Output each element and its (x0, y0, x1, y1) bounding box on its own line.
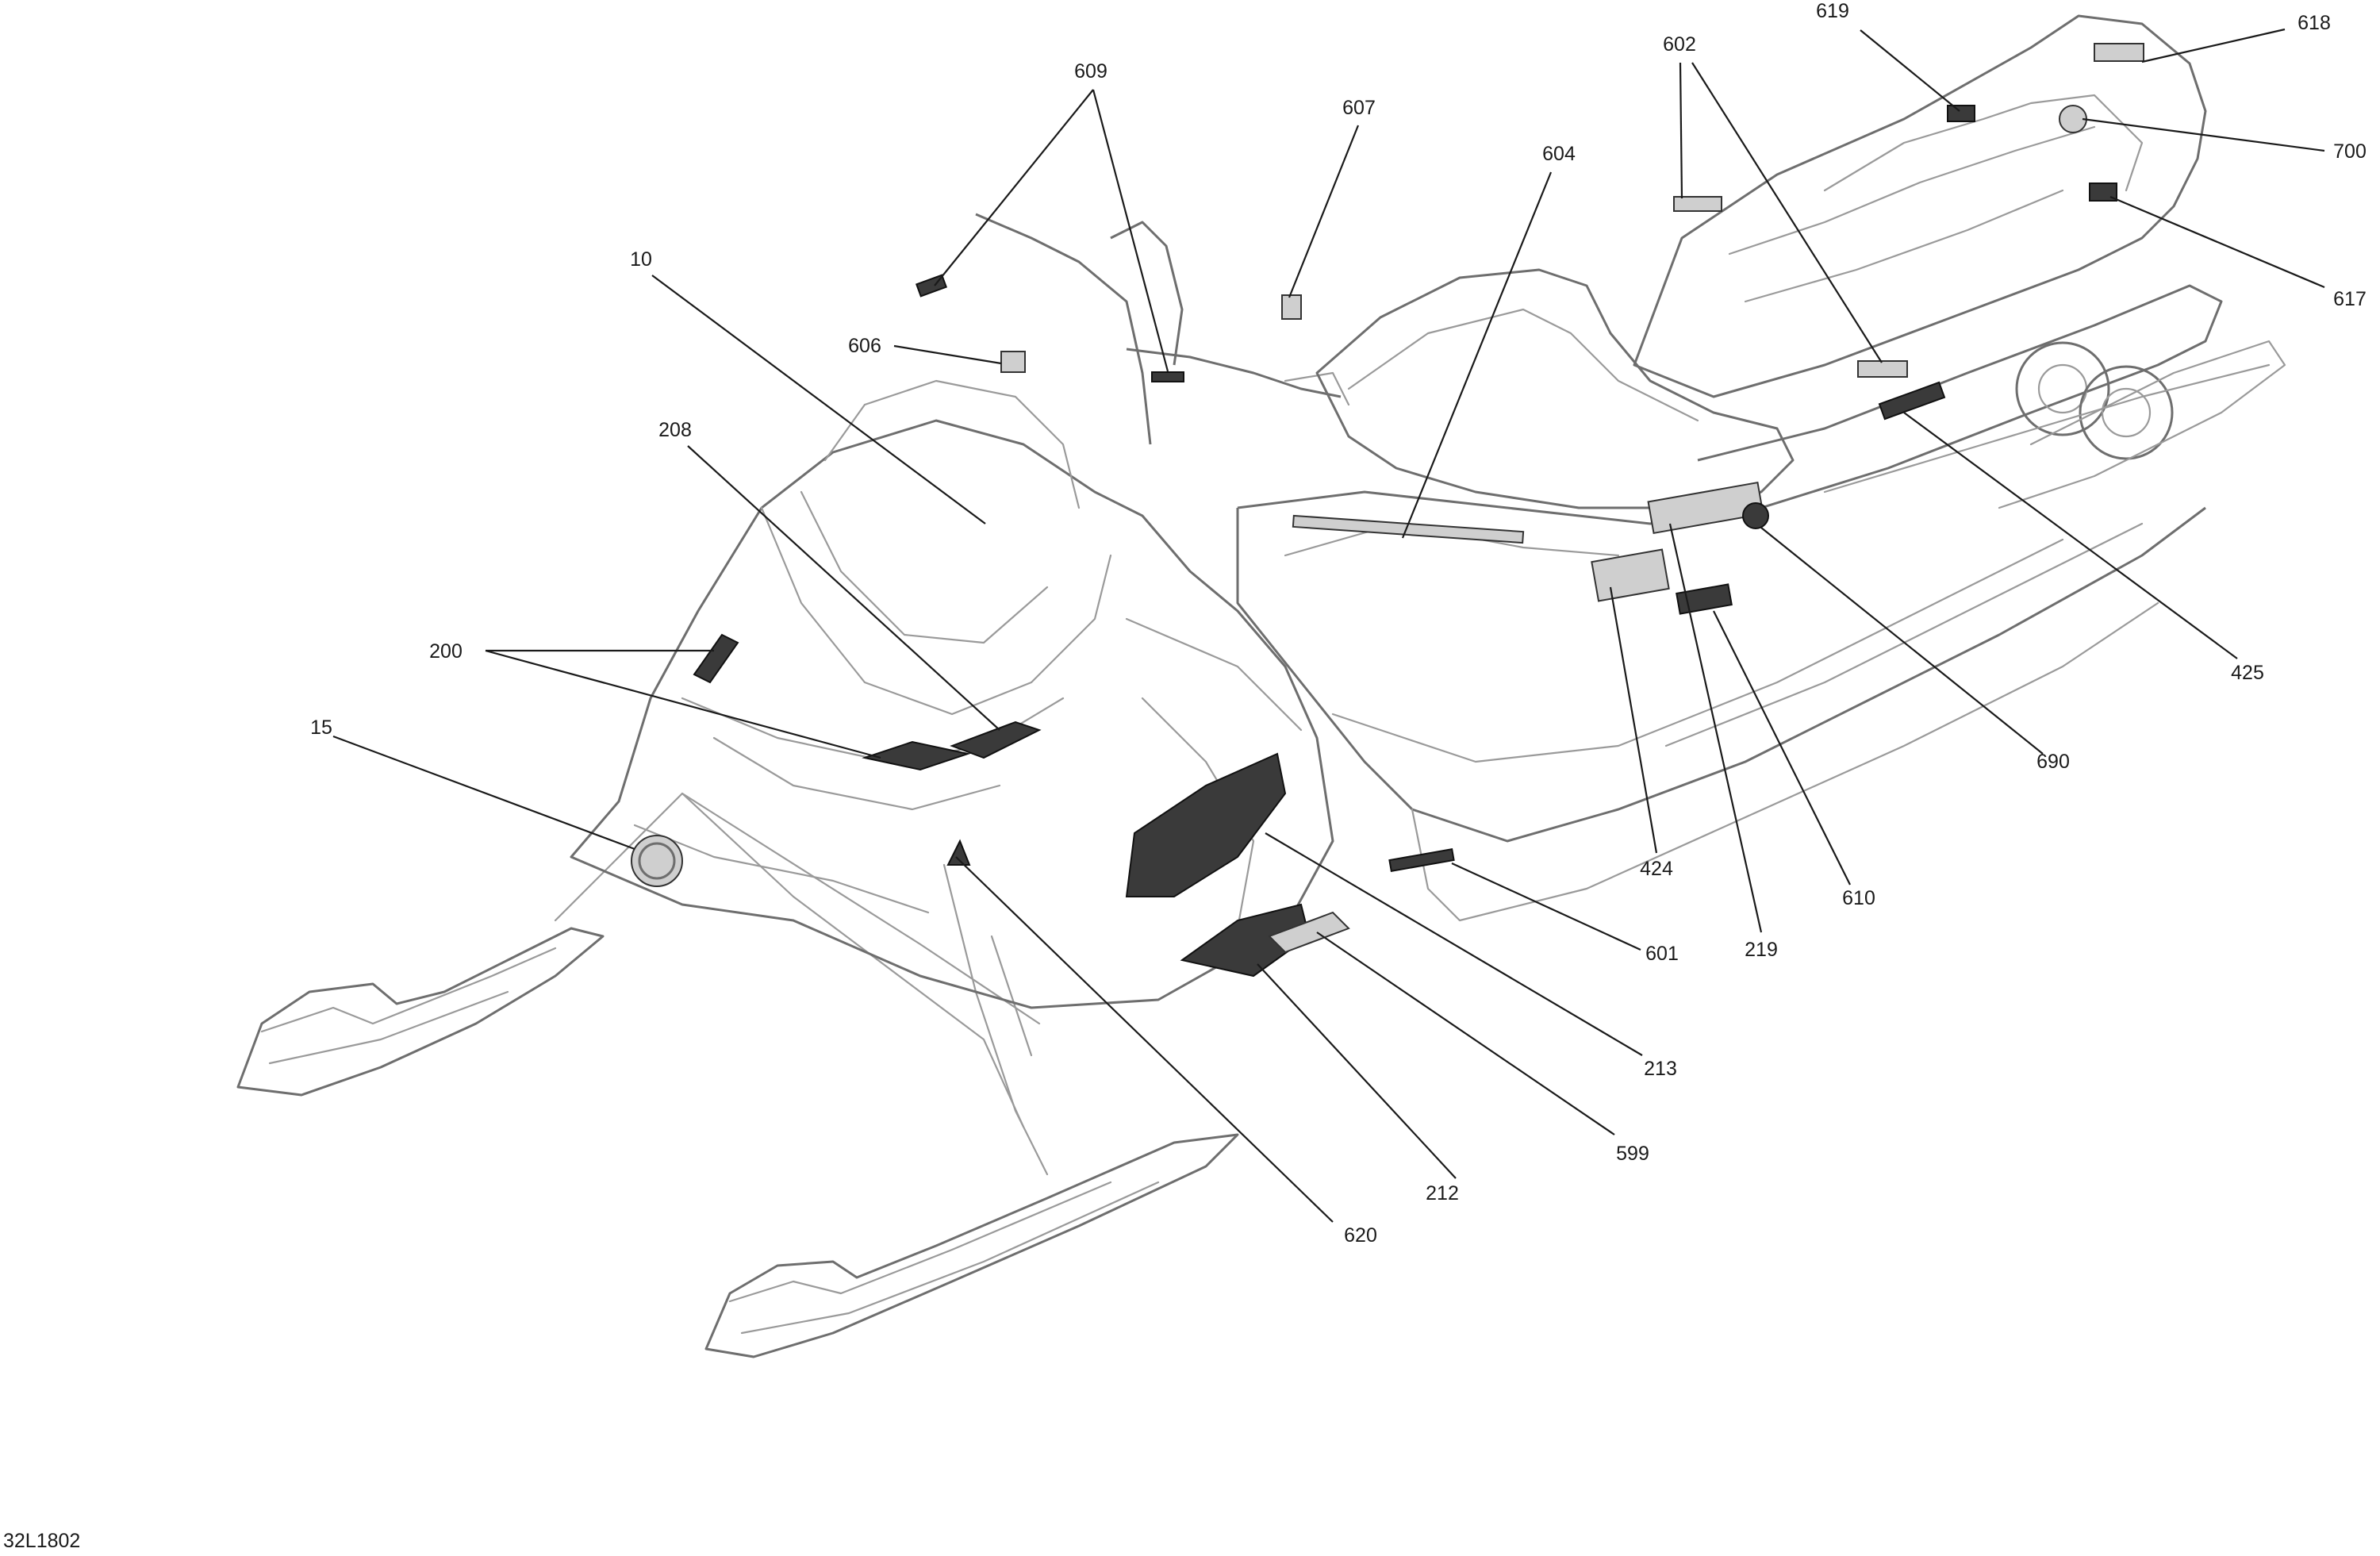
callout-604: 604 (1542, 143, 1576, 165)
leader-606 (893, 344, 1002, 365)
decal-617 (2089, 182, 2117, 202)
leader-620 (955, 856, 1334, 1223)
leader-424 (1609, 586, 1658, 854)
decal-619 (1947, 105, 1975, 122)
decal-609a (916, 274, 947, 298)
leader-700 (2082, 117, 2325, 152)
leader-619 (1860, 29, 1960, 112)
decal-618 (2094, 43, 2144, 62)
callout-620: 620 (1344, 1224, 1377, 1247)
callout-208: 208 (658, 419, 692, 441)
leader-618 (2141, 28, 2286, 63)
decal-602a (1673, 196, 1722, 212)
decal-620 (946, 839, 971, 866)
decal-601 (1388, 848, 1455, 872)
diagram-code: 32L1802 (3, 1530, 80, 1552)
leader-10 (651, 275, 986, 524)
decal-425 (1878, 381, 1946, 421)
callout-424: 424 (1640, 858, 1673, 880)
callout-606: 606 (848, 335, 881, 357)
leader-208 (687, 445, 1000, 731)
callout-425: 425 (2231, 662, 2264, 684)
decal-602b (1857, 360, 1908, 378)
leader-213 (1265, 832, 1643, 1056)
callout-labels: 609 607 602 619 618 700 604 617 10 606 2… (310, 0, 2367, 1247)
decal-700 (2059, 105, 2087, 133)
leader-lines (332, 28, 2325, 1223)
decal-213 (1125, 752, 1287, 897)
callout-609: 609 (1074, 60, 1107, 83)
decal-424 (1591, 548, 1670, 602)
decal-208 (950, 720, 1042, 759)
leader-15 (332, 735, 635, 851)
decal-606 (1000, 351, 1026, 373)
decal-219 (1647, 481, 1764, 535)
callout-599: 599 (1616, 1143, 1649, 1165)
leader-425 (1903, 412, 2238, 659)
callout-610: 610 (1842, 887, 1875, 909)
callout-15: 15 (310, 717, 332, 739)
leader-607 (1288, 125, 1360, 298)
decal-609b (1151, 371, 1184, 382)
decal-610 (1676, 583, 1733, 615)
decal-200 (693, 633, 739, 684)
callout-602: 602 (1663, 33, 1696, 56)
leader-617 (2109, 195, 2325, 289)
callout-690: 690 (2036, 751, 2070, 773)
callout-200: 200 (429, 640, 463, 663)
callout-219: 219 (1745, 939, 1778, 961)
decal-607 (1281, 294, 1302, 320)
callout-618: 618 (2297, 12, 2331, 34)
callout-617: 617 (2333, 288, 2367, 310)
callout-619: 619 (1816, 0, 1849, 22)
decal-599 (1268, 911, 1350, 954)
decal-200b (862, 740, 971, 771)
leader-200b (485, 649, 881, 759)
callout-601: 601 (1645, 943, 1679, 965)
decal-212 (1180, 903, 1311, 978)
leader-602b (1691, 62, 1883, 363)
leader-690 (1760, 527, 2044, 755)
leader-219 (1668, 523, 1763, 933)
callout-607: 607 (1342, 97, 1376, 119)
leader-602a (1679, 62, 1683, 199)
leader-609b (1092, 89, 1169, 372)
leader-601 (1451, 862, 1641, 951)
callout-213: 213 (1644, 1058, 1677, 1080)
leader-604 (1401, 171, 1553, 539)
snowmobile-drawing (236, 14, 2286, 1358)
decal-690 (1742, 502, 1769, 529)
callout-212: 212 (1426, 1182, 1459, 1204)
leader-212 (1257, 963, 1457, 1179)
decal-604 (1292, 514, 1525, 544)
callout-700: 700 (2333, 140, 2367, 163)
callout-10: 10 (630, 248, 652, 271)
leader-610 (1713, 610, 1851, 886)
leader-609a (934, 89, 1094, 286)
leader-599 (1316, 932, 1615, 1135)
